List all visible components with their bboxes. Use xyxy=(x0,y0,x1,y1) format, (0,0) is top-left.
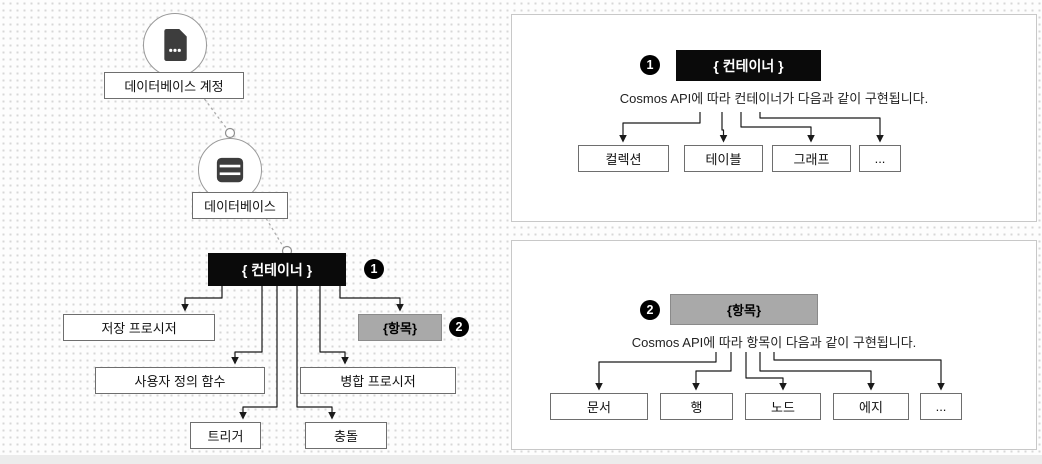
option-collection: 컬렉션 xyxy=(578,145,669,172)
database-account-circle xyxy=(143,13,207,77)
arrow-to-udf xyxy=(231,286,263,365)
option-row: 행 xyxy=(660,393,733,420)
file-icon xyxy=(164,29,187,61)
arrow-to-node xyxy=(745,352,787,391)
option-node: 노드 xyxy=(745,393,821,420)
arrow-to-item xyxy=(339,286,404,312)
container-panel-description: Cosmos API에 따라 컨테이너가 다음과 같이 구현됩니다. xyxy=(619,91,929,106)
option-item-ellipsis: ... xyxy=(920,393,962,420)
arrow-to-row xyxy=(692,352,732,391)
arrow-to-graph xyxy=(740,112,815,143)
container-badge: 1 xyxy=(364,259,384,279)
database-account-label: 데이터베이스 계정 xyxy=(104,72,244,99)
item-panel-badge: 2 xyxy=(640,300,660,320)
arrow-to-conflicts xyxy=(296,286,336,420)
database-icon xyxy=(216,157,244,183)
triggers-node: 트리거 xyxy=(190,422,261,449)
stored-procedures-node: 저장 프로시저 xyxy=(63,314,215,341)
arrow-to-collection xyxy=(619,112,701,143)
option-edge: 에지 xyxy=(833,393,909,420)
container-panel-badge: 1 xyxy=(640,55,660,75)
udf-node: 사용자 정의 함수 xyxy=(95,367,265,394)
bottom-edge-strip xyxy=(0,455,1042,464)
item-node: {항목} xyxy=(358,314,442,341)
item-badge: 2 xyxy=(449,317,469,337)
dotted-links xyxy=(187,76,285,249)
arrow-to-stored-procedures xyxy=(181,286,223,312)
container-node: { 컨테이너 } xyxy=(208,253,346,286)
option-document: 문서 xyxy=(550,393,648,420)
conflicts-node: 충돌 xyxy=(305,422,387,449)
database-label: 데이터베이스 xyxy=(192,192,288,219)
arrows xyxy=(181,112,945,420)
arrow-to-container-ellipsis xyxy=(759,112,884,143)
item-panel-description: Cosmos API에 따라 항목이 다음과 같이 구현됩니다. xyxy=(631,335,917,350)
container-panel-title: { 컨테이너 } xyxy=(676,50,821,81)
arrow-to-document xyxy=(595,352,717,391)
database-circle xyxy=(198,138,262,202)
arrow-to-merge-procedures xyxy=(319,286,349,365)
merge-procedures-node: 병합 프로시저 xyxy=(300,367,456,394)
option-graph: 그래프 xyxy=(772,145,851,172)
option-container-ellipsis: ... xyxy=(859,145,901,172)
arrow-to-edge xyxy=(759,352,875,391)
option-table: 테이블 xyxy=(684,145,763,172)
arrow-to-triggers xyxy=(239,286,278,420)
item-panel-title: {항목} xyxy=(670,294,818,325)
arrow-to-table xyxy=(719,112,728,143)
arrow-to-item-ellipsis xyxy=(773,352,945,391)
